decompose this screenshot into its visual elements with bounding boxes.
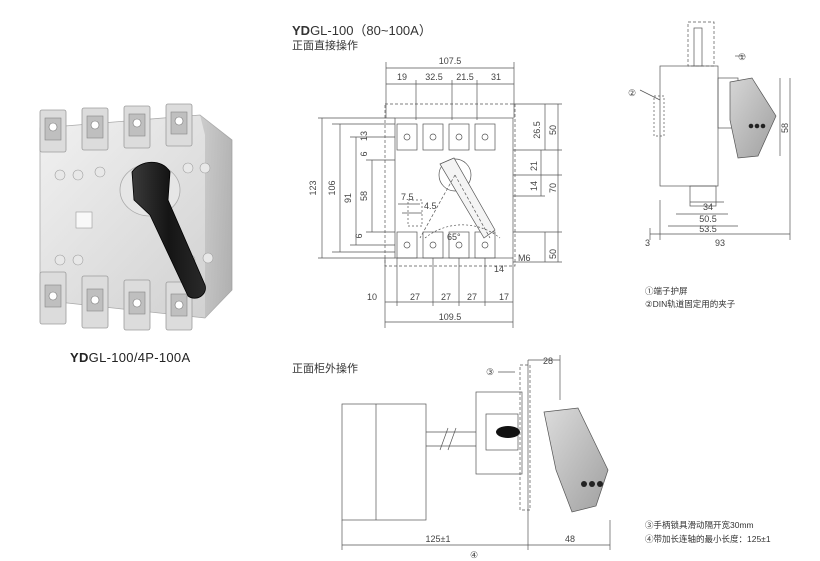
- side-label-1: ①: [738, 52, 746, 62]
- dim-bottom-17: 17: [499, 292, 509, 302]
- dim-cabinet-28: 28: [543, 356, 553, 366]
- photo-caption: YDGL-100/4P-100A: [70, 350, 191, 365]
- dim-top-107-5: 107.5: [439, 56, 462, 66]
- dim-right-70: 70: [548, 183, 558, 193]
- dim-left-6-bottom: 6: [354, 233, 364, 238]
- dim-cabinet-125: 125±1: [426, 534, 451, 544]
- dim-side-3: 3: [645, 238, 650, 248]
- dim-bottom-10: 10: [367, 292, 377, 302]
- dim-left-123: 123: [308, 180, 318, 195]
- dim-top-31: 31: [491, 72, 501, 82]
- dim-bottom-27-a: 27: [410, 292, 420, 302]
- legend-item-3: ③手柄锁具滑动隔开宽30mm: [645, 520, 754, 530]
- dim-inner-m6: M6: [518, 253, 531, 263]
- front-cabinet-operation-subtitle: 正面柜外操作: [292, 363, 358, 375]
- dim-inner-14: 14: [494, 264, 504, 274]
- dim-bottom-27-b: 27: [441, 292, 451, 302]
- dim-inner-4-5: 4.5: [424, 201, 437, 211]
- dim-bottom-109-5: 109.5: [439, 312, 462, 322]
- legend-item-1: ①端子护屏: [645, 286, 688, 296]
- legend-item-4: ④带加长连轴的最小长度：125±1: [645, 534, 771, 544]
- dim-right-21: 21: [529, 161, 539, 171]
- dim-left-13: 13: [359, 131, 369, 141]
- side-label-2: ②: [628, 88, 636, 98]
- dim-cabinet-48: 48: [565, 534, 575, 544]
- dim-right-50-top: 50: [548, 125, 558, 135]
- dim-top-19: 19: [397, 72, 407, 82]
- cabinet-label-4: ④: [470, 550, 478, 560]
- dim-left-91: 91: [343, 193, 353, 203]
- dim-bottom-27-c: 27: [467, 292, 477, 302]
- dim-side-58: 58: [780, 123, 790, 133]
- front-direct-operation-subtitle: 正面直接操作: [292, 40, 358, 52]
- dim-inner-angle: 65°: [447, 232, 461, 242]
- dim-right-26-5: 26.5: [532, 121, 542, 139]
- dim-right-50-bottom: 50: [548, 249, 558, 259]
- dim-side-93: 93: [715, 238, 725, 248]
- dim-top-21-5: 21.5: [456, 72, 474, 82]
- model-title: YDGL-100（80~100A）: [292, 23, 432, 38]
- cabinet-label-3: ③: [486, 367, 494, 377]
- dim-side-34: 34: [703, 202, 713, 212]
- dim-left-6-top: 6: [359, 151, 369, 156]
- dim-side-53-5: 53.5: [699, 224, 717, 234]
- dim-right-14: 14: [529, 181, 539, 191]
- dim-left-58: 58: [359, 191, 369, 201]
- dim-top-32-5: 32.5: [425, 72, 443, 82]
- dim-inner-7-5: 7.5: [401, 192, 414, 202]
- legend-item-2: ②DIN轨道固定用的夹子: [645, 299, 736, 309]
- dim-left-106: 106: [327, 180, 337, 195]
- dim-side-50-5: 50.5: [699, 214, 717, 224]
